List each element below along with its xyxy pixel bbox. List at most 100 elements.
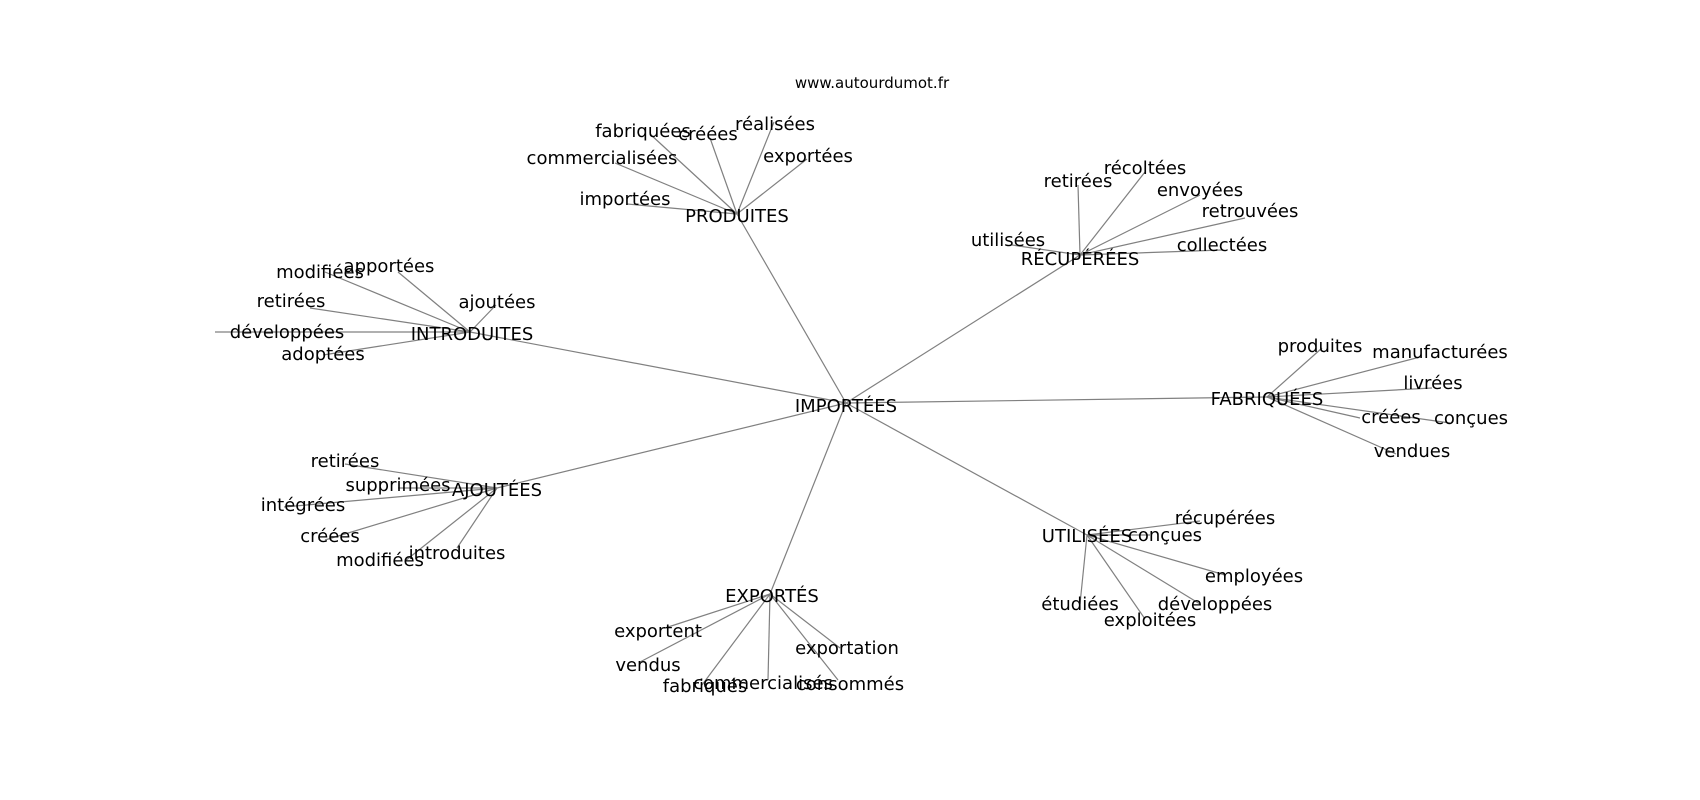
edge-center-to-hub: [845, 402, 1088, 536]
edge-hub-to-leaf: [324, 271, 471, 333]
edge-center-to-hub: [736, 213, 847, 404]
leaf-node-label: exportation: [795, 638, 899, 659]
edge-hub-to-leaf: [767, 593, 771, 681]
hub-node-label: INTRODUITES: [411, 324, 534, 345]
edge-hub-to-leaf: [456, 487, 498, 549]
edge-hub-to-leaf: [736, 121, 775, 215]
leaf-node-label: retirées: [311, 451, 380, 472]
edge-hub-to-leaf: [404, 487, 498, 562]
edge-hub-to-leaf: [701, 593, 771, 686]
edge-center-to-hub: [769, 402, 847, 595]
edge-hub-to-leaf: [1266, 396, 1397, 455]
edge-hub-to-leaf: [1086, 534, 1201, 605]
edge-hub-to-leaf: [709, 137, 738, 215]
leaf-node-label: retirées: [257, 291, 326, 312]
edge-center-to-hub: [845, 254, 1081, 404]
hub-node-label: RÉCUPÉRÉES: [1021, 248, 1140, 270]
edge-hub-to-leaf: [1079, 194, 1201, 256]
edge-hub-to-leaf: [1266, 356, 1421, 398]
edge-hub-to-leaf: [769, 593, 839, 681]
leaf-node-label: intégrées: [261, 495, 346, 516]
edge-hub-to-leaf: [324, 487, 498, 541]
leaf-node-label: adoptées: [281, 344, 364, 365]
hub-node-label: UTILISÉES: [1042, 525, 1132, 547]
leaf-node-label: réalisées: [735, 114, 815, 135]
leaf-node-label: produites: [1278, 336, 1363, 357]
edge-hub-to-leaf: [1266, 396, 1451, 424]
edge-hub-to-leaf: [1011, 244, 1081, 256]
edge-hub-to-leaf: [664, 593, 771, 629]
edge-hub-to-leaf: [1079, 249, 1223, 256]
edges-layer: [215, 121, 1451, 686]
leaf-node-label: introduites: [409, 543, 506, 564]
edge-center-to-hub: [845, 396, 1268, 404]
leaf-node-label: conçues: [1128, 525, 1202, 546]
hub-node-label: EXPORTÉS: [725, 585, 819, 607]
edge-hub-to-leaf: [1086, 520, 1201, 536]
hub-node-label: AJOUTÉES: [452, 479, 542, 501]
leaf-node-label: apportées: [344, 256, 435, 277]
leaf-node-label: fabriqués: [663, 676, 747, 697]
leaf-node-label: employées: [1205, 566, 1303, 587]
edge-hub-to-leaf: [283, 487, 498, 508]
edge-hub-to-leaf: [1086, 534, 1146, 620]
edge-center-to-hub: [469, 331, 847, 404]
leaf-node-label: commercialisées: [527, 148, 678, 169]
edge-hub-to-leaf: [626, 203, 738, 215]
leaf-node-label: créées: [1361, 407, 1421, 428]
leaf-node-label: livrées: [1403, 373, 1462, 394]
edge-hub-to-leaf: [309, 307, 471, 333]
leaf-node-label: exportent: [614, 621, 702, 642]
leaf-node-label: collectées: [1177, 235, 1267, 256]
leaf-node-label: créées: [300, 526, 360, 547]
edge-hub-to-leaf: [1086, 534, 1226, 576]
leaf-node-label: retirées: [1044, 171, 1113, 192]
edge-hub-to-leaf: [1266, 396, 1361, 419]
leaf-node-label: vendues: [1374, 441, 1450, 462]
leaf-node-label: commercialisés: [693, 673, 833, 694]
leaf-node-label: créées: [678, 124, 738, 145]
leaf-node-label: exploitées: [1104, 610, 1196, 631]
edge-hub-to-leaf: [322, 331, 471, 356]
leaf-node-label: développées: [1158, 594, 1273, 615]
center-node-label: IMPORTÉES: [795, 395, 897, 417]
leaf-node-label: récoltées: [1104, 158, 1187, 179]
leaf-node-label: étudiées: [1041, 594, 1119, 615]
edge-hub-to-leaf: [639, 593, 771, 663]
edge-hub-to-leaf: [1077, 184, 1081, 256]
edge-hub-to-leaf: [614, 162, 738, 215]
leaf-node-label: vendus: [615, 655, 680, 676]
leaf-node-label: consommés: [796, 674, 904, 695]
edge-hub-to-leaf: [469, 304, 497, 333]
leaf-node-label: supprimées: [345, 475, 450, 496]
edge-hub-to-leaf: [1266, 387, 1433, 398]
leaf-node-label: retrouvées: [1202, 201, 1299, 222]
leaf-node-label: envoyées: [1157, 180, 1243, 201]
edge-center-to-hub: [496, 402, 847, 489]
leaf-node-label: importées: [580, 189, 671, 210]
leaf-node-label: fabriquées: [595, 121, 691, 142]
edge-hub-to-leaf: [649, 133, 738, 215]
source-website-label: www.autourdumot.fr: [795, 74, 950, 92]
labels-layer: IMPORTÉES PRODUITES importées commercialisé…: [230, 114, 1508, 697]
edge-hub-to-leaf: [769, 593, 841, 649]
leaf-node-label: développées: [230, 322, 345, 343]
leaf-node-label: modifiées: [336, 550, 424, 571]
hub-node-label: FABRIQUÉES: [1211, 388, 1324, 410]
edge-hub-to-leaf: [397, 271, 471, 333]
edge-hub-to-leaf: [1079, 171, 1146, 256]
edge-hub-to-leaf: [1079, 534, 1088, 605]
leaf-node-label: utilisées: [971, 230, 1045, 251]
leaf-node-label: conçues: [1434, 408, 1508, 429]
leaf-node-label: ajoutées: [458, 292, 535, 313]
leaf-node-label: récupérées: [1175, 508, 1275, 529]
edge-hub-to-leaf: [344, 463, 498, 489]
edge-hub-to-leaf: [1079, 217, 1246, 256]
edge-hub-to-leaf: [736, 158, 808, 215]
edge-hub-to-leaf: [1266, 347, 1323, 398]
leaf-node-label: exportées: [763, 146, 853, 167]
hub-node-label: PRODUITES: [685, 206, 789, 227]
leaf-node-label: modifiées: [276, 262, 364, 283]
leaf-node-label: manufacturées: [1372, 342, 1508, 363]
